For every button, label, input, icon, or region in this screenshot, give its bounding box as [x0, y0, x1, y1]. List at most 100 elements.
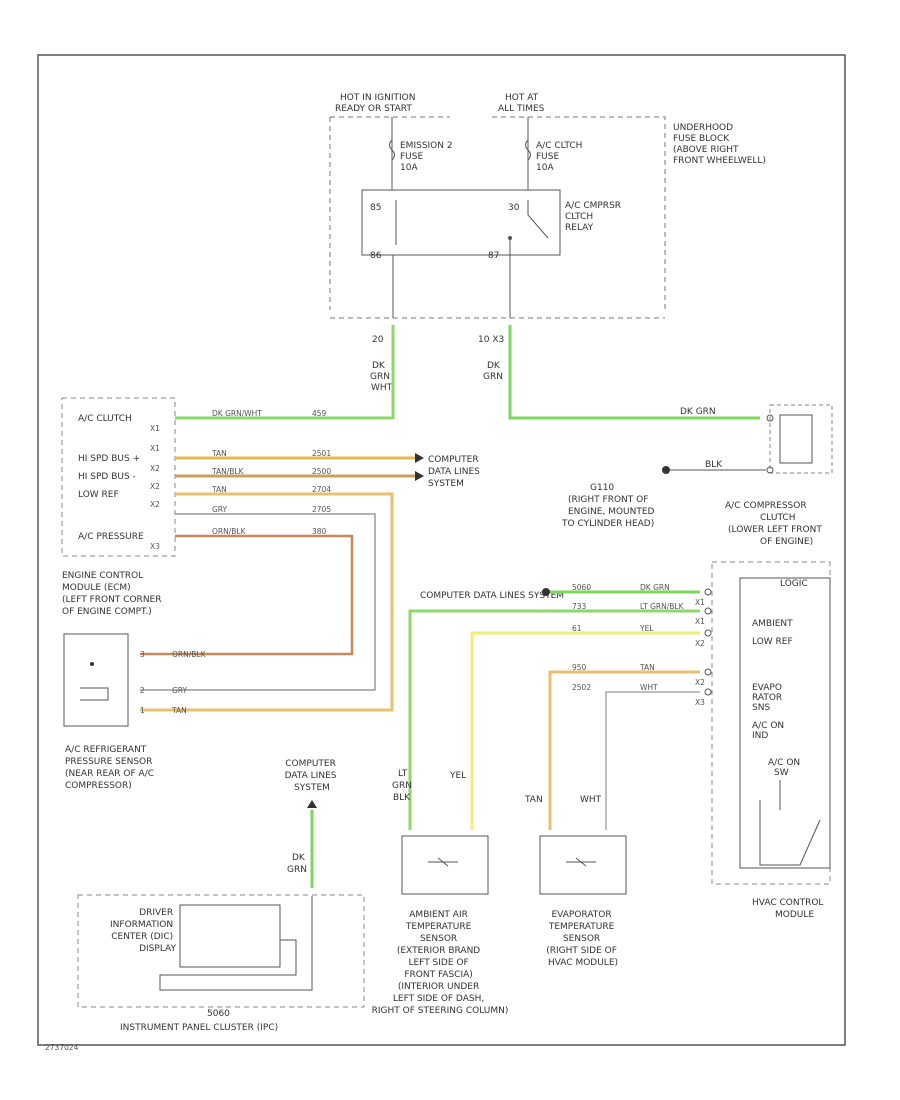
ecm-row-pin: X2: [150, 500, 160, 509]
ambient-label: AMBIENT AIR TEMPERATURE SENSOR (EXTERIOR…: [372, 910, 509, 1016]
ps-pin: 2: [140, 686, 145, 695]
ecm-row-circuit: 459: [312, 409, 327, 418]
ecm-row-circuit: 2704: [312, 485, 331, 494]
hvac-label: HVAC CONTROL MODULE: [752, 898, 826, 920]
svg-text:COMPUTER DATA LINES SYSTEM: COMPUTER DATA LINES SYSTEM: [420, 591, 564, 601]
hvac-row-pin: X2: [695, 678, 705, 687]
ecm-row-circuit: 2500: [312, 467, 331, 476]
ambient-wire-label: LT GRN BLK: [392, 769, 415, 803]
fuse-block-label: UNDERHOOD FUSE BLOCK (ABOVE RIGHT FRONT …: [673, 123, 766, 166]
wire-wht: [605, 691, 700, 830]
evap-label: EVAPORATOR TEMPERATURE SENSOR (RIGHT SID…: [546, 910, 620, 968]
ecm-row-circuit: 380: [312, 527, 327, 536]
hvac-row-pin: X1: [695, 598, 705, 607]
ecm-row-label: A/C CLUTCH: [78, 414, 132, 424]
svg-text:WHT: WHT: [580, 795, 602, 805]
wire-dk-grn-wht: [175, 325, 395, 420]
ground-label: G110 (RIGHT FRONT OF ENGINE, MOUNTED TO …: [561, 483, 657, 529]
ecm-row-label: LOW REF: [78, 490, 119, 500]
ecm-row-pin: X2: [150, 482, 160, 491]
svg-text:85: 85: [370, 203, 381, 213]
fuse-icon: [525, 139, 531, 161]
ecm-row-color: TAN: [211, 485, 227, 494]
svg-text:87: 87: [488, 251, 499, 261]
fuse2-label: A/C CLTCH FUSE 10A: [536, 141, 585, 173]
wire-lt-grn-blk: [408, 609, 700, 830]
ps-pin: 1: [140, 706, 145, 715]
ecm-row-color: TAN/BLK: [211, 467, 245, 476]
ipc-data-lines-label: COMPUTER DATA LINES SYSTEM: [285, 759, 340, 793]
hvac-row-color: TAN: [639, 663, 655, 672]
ipc-wire-label: DK GRN: [287, 853, 308, 875]
evaporator-temperature-sensor: TAN WHT EVAPORATOR TEMPERATURE SENSOR (R…: [524, 795, 627, 968]
wire-gry: [140, 513, 376, 691]
splice-icon: [542, 588, 550, 596]
ecm-row-label: HI SPD BUS +: [78, 454, 140, 464]
relay-label: A/C CMPRSR CLTCH RELAY: [565, 201, 624, 233]
compressor-label: A/C COMPRESSOR CLUTCH (LOWER LEFT FRONT …: [725, 501, 825, 547]
arrow-icon: [415, 453, 424, 463]
svg-text:BLK: BLK: [705, 460, 723, 470]
svg-text:TAN: TAN: [524, 795, 543, 805]
ecm-row-color: GRY: [212, 505, 228, 514]
hvac-row-pin: X3: [695, 698, 705, 707]
ps-color: TAN: [171, 706, 187, 715]
hvac-row-color: WHT: [640, 683, 658, 692]
thermistor-icon: [428, 857, 458, 867]
fuse1-label: EMISSION 2 FUSE 10A: [400, 141, 455, 173]
ambient-air-temperature-sensor: LT GRN BLK YEL AMBIENT AIR TEMPERATURE S…: [372, 769, 509, 1016]
ecm-row-circuit: 2501: [312, 449, 331, 458]
hvac-row-pin: X2: [695, 639, 705, 648]
ecm-row-circuit: 2705: [312, 505, 331, 514]
coil-icon: [779, 414, 813, 464]
hvac-row-circuit: 5060: [572, 583, 591, 592]
ecm-row-label: A/C PRESSURE: [78, 532, 144, 542]
connector-pin-icon: [704, 629, 712, 637]
wire-orn-blk: [140, 534, 354, 656]
svg-text:INSTRUMENT PANEL CLUSTER (IPC): INSTRUMENT PANEL CLUSTER (IPC): [120, 1023, 278, 1033]
hvac-row-circuit: 950: [572, 663, 587, 672]
ps-color: GRY: [172, 686, 188, 695]
computer-data-lines-label: COMPUTER DATA LINES SYSTEM: [428, 455, 483, 489]
fuse-icon: [389, 139, 395, 161]
ecm-row-pin: X1: [150, 444, 160, 453]
top-left-label: HOT IN IGNITION READY OR START: [335, 93, 418, 114]
dic-display: [179, 904, 281, 968]
wire-dk-grn-wht-label: DK GRN WHT: [370, 361, 393, 393]
arrow-up-icon: [307, 800, 317, 808]
wire-dk-grn-label: DK GRN: [483, 361, 503, 382]
thermistor-icon: [566, 857, 596, 867]
ecm-row-pin: X2: [150, 464, 160, 473]
connector-pin-icon: [704, 668, 712, 676]
wire-tan: [548, 670, 700, 830]
svg-text:YEL: YEL: [449, 771, 466, 781]
top-right-label: HOT AT ALL TIMES: [498, 93, 545, 114]
ecm-row-color: ORN/BLK: [212, 527, 247, 536]
wire-low-ref-tan: [140, 492, 394, 712]
svg-text:30: 30: [508, 203, 520, 213]
instrument-panel-cluster: COMPUTER DATA LINES SYSTEM DK GRN DRIVER…: [77, 759, 365, 1033]
ecm-row-color: TAN: [211, 449, 227, 458]
svg-text:5060: 5060: [207, 1009, 230, 1019]
ecm-row-pin: X1: [150, 424, 160, 433]
pressure-sensor-label: A/C REFRIGERANT PRESSURE SENSOR (NEAR RE…: [65, 745, 157, 791]
hvac-row-color: YEL: [639, 624, 654, 633]
ac-compressor-clutch: DK GRN A/C COMPRESSOR CLUTCH (LOWER LEFT…: [680, 404, 833, 547]
hvac-row-color: DK GRN: [640, 583, 670, 592]
connector-pin-icon: [704, 588, 712, 596]
wire-yel: [470, 631, 700, 830]
ps-color: ORN/BLK: [172, 650, 207, 659]
svg-text:20: 20: [372, 335, 384, 345]
svg-text:86: 86: [370, 251, 382, 261]
arrow-icon: [415, 471, 424, 481]
hvac-row-pin: X1: [695, 617, 705, 626]
ground-icon: [662, 466, 670, 474]
ecm-row-label: HI SPD BUS -: [78, 472, 136, 482]
diagram-id: 2737024: [45, 1043, 79, 1052]
hvac-row-circuit: 733: [572, 602, 587, 611]
connector-pin-icon: [704, 607, 712, 615]
